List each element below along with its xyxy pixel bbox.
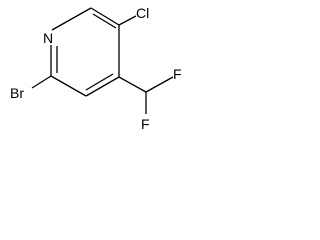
bond-c4-c3 bbox=[85, 76, 120, 97]
bond-c2-br bbox=[31, 75, 52, 89]
bond-c3-c2 bbox=[50, 75, 87, 97]
atom-bromine-label: Br bbox=[10, 85, 24, 101]
bond-c4-c3-inner bbox=[85, 73, 114, 91]
atom-nitrogen-label: N bbox=[43, 30, 53, 46]
atom-fluorine-top-label: F bbox=[173, 66, 182, 82]
bond-c6-c5-inner bbox=[92, 13, 117, 29]
bond-c6-c5 bbox=[90, 7, 120, 26]
bond-n1-c6 bbox=[51, 7, 92, 31]
bond-chf2-f-top bbox=[145, 76, 174, 93]
atom-chlorine-label: Cl bbox=[136, 5, 149, 21]
molecule-structure: N Cl Br F F bbox=[10, 5, 182, 132]
bond-c4-chf2 bbox=[118, 76, 147, 93]
bond-c5-cl bbox=[118, 15, 137, 26]
atom-fluorine-bottom-label: F bbox=[141, 116, 150, 132]
